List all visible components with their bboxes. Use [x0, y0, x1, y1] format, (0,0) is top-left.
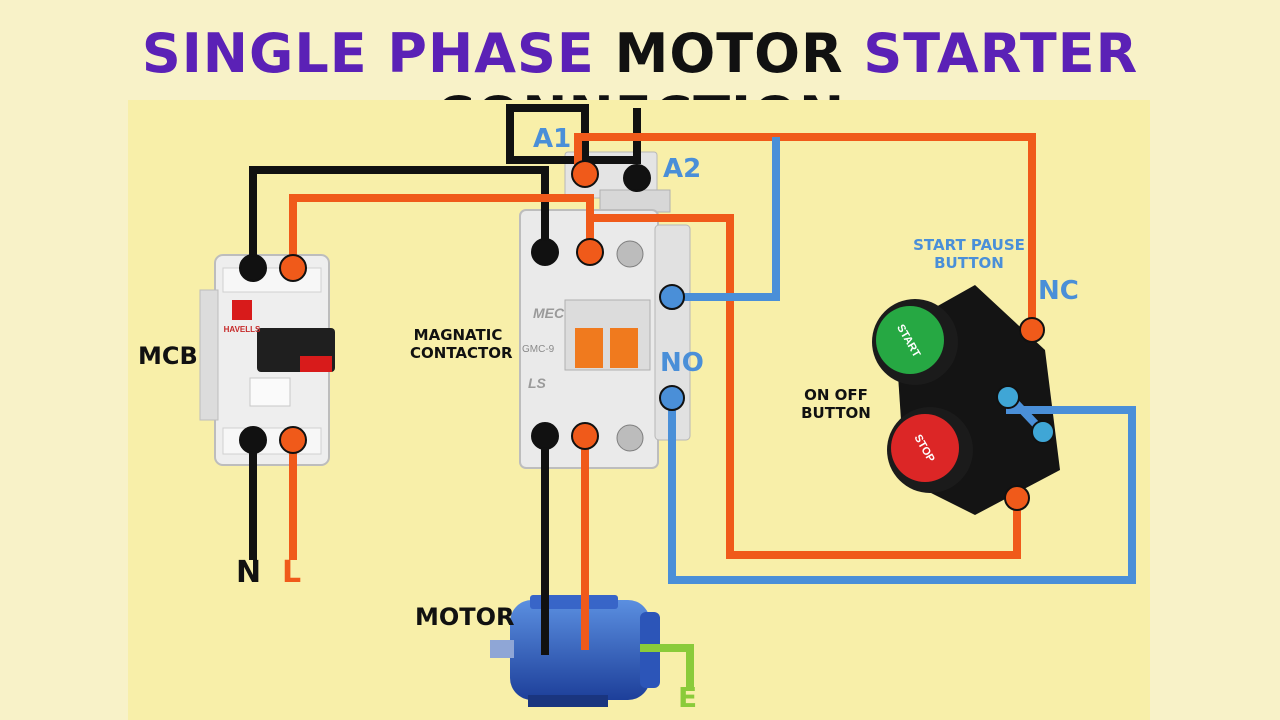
contactor-terminal-t2 — [571, 422, 599, 450]
wire-orange-coil-to-nc — [574, 133, 1036, 330]
onoff-label: ON OFF BUTTON — [796, 388, 876, 421]
push-button-station: START STOP — [872, 285, 1060, 515]
onoff-label-line2: BUTTON — [801, 404, 871, 422]
aux-terminal-top — [659, 284, 685, 310]
contactor-label: MAGNATIC CONTACTOR — [410, 326, 513, 362]
wire-orange-supply-to-stop — [590, 214, 1021, 559]
no-label: NO — [660, 348, 704, 378]
nc-label: NC — [1038, 276, 1079, 306]
button-terminal-stop-link — [1031, 420, 1055, 444]
wire-green-earth — [640, 644, 694, 690]
start-button[interactable] — [876, 306, 944, 374]
motor-label: MOTOR — [415, 603, 515, 631]
mcb-terminal-top-n — [239, 254, 267, 282]
a1-label: A1 — [533, 124, 572, 154]
mcb-device: HAVELLS — [199, 254, 335, 466]
title-part-1: SINGLE PHASE — [141, 22, 595, 85]
a2-label: A2 — [663, 154, 702, 184]
contactor-model-text: GMC-9 — [522, 344, 555, 355]
button-terminal-start — [996, 385, 1020, 409]
mcb-terminal-bottom-l — [279, 426, 307, 454]
mcb-terminal-top-l — [279, 254, 307, 282]
button-terminal-nc — [1019, 317, 1045, 343]
wire-black-mcb-to-contactor — [249, 166, 549, 268]
coil-terminal-a2 — [623, 164, 651, 192]
start-pause-label-line1: START PAUSE — [913, 236, 1025, 254]
wire-black-coil-loop — [506, 104, 641, 174]
mcb-brand-text: HAVELLS — [224, 325, 261, 334]
terminals — [239, 160, 1055, 511]
contactor-maker-text: LS — [528, 375, 547, 391]
start-pause-label-line2: BUTTON — [934, 254, 1004, 272]
contactor-terminal-l2 — [576, 238, 604, 266]
terminal-screw-bottom — [616, 424, 644, 452]
title-part-3: STARTER — [863, 22, 1139, 85]
neutral-label: N — [236, 555, 262, 590]
wire-blue-aux-to-a2 — [672, 137, 780, 301]
contactor-label-line2: CONTACTOR — [410, 344, 513, 362]
contactor-brand-text: MEC — [533, 305, 565, 321]
aux-terminal-no — [659, 385, 685, 411]
stop-button[interactable] — [891, 414, 959, 482]
mcb-logo-icon — [232, 300, 252, 320]
start-pause-label: START PAUSE BUTTON — [906, 238, 1032, 271]
earth-label: E — [678, 681, 698, 714]
coil-terminal-a1 — [571, 160, 599, 188]
terminal-screw-top — [616, 240, 644, 268]
title-part-2: MOTOR — [614, 22, 844, 85]
mcb-label: MCB — [138, 342, 198, 370]
contactor-label-line1: MAGNATIC — [413, 326, 503, 344]
button-terminal-stop — [1004, 485, 1030, 511]
contactor-terminal-l1 — [531, 238, 559, 266]
onoff-label-line1: ON OFF — [804, 386, 868, 404]
contactor-terminal-t1 — [531, 422, 559, 450]
wires — [249, 104, 1136, 690]
wire-orange-mcb-to-contactor — [289, 194, 594, 268]
line-label: L — [282, 555, 302, 590]
motor-device — [490, 595, 660, 707]
mcb-terminal-bottom-n — [239, 426, 267, 454]
